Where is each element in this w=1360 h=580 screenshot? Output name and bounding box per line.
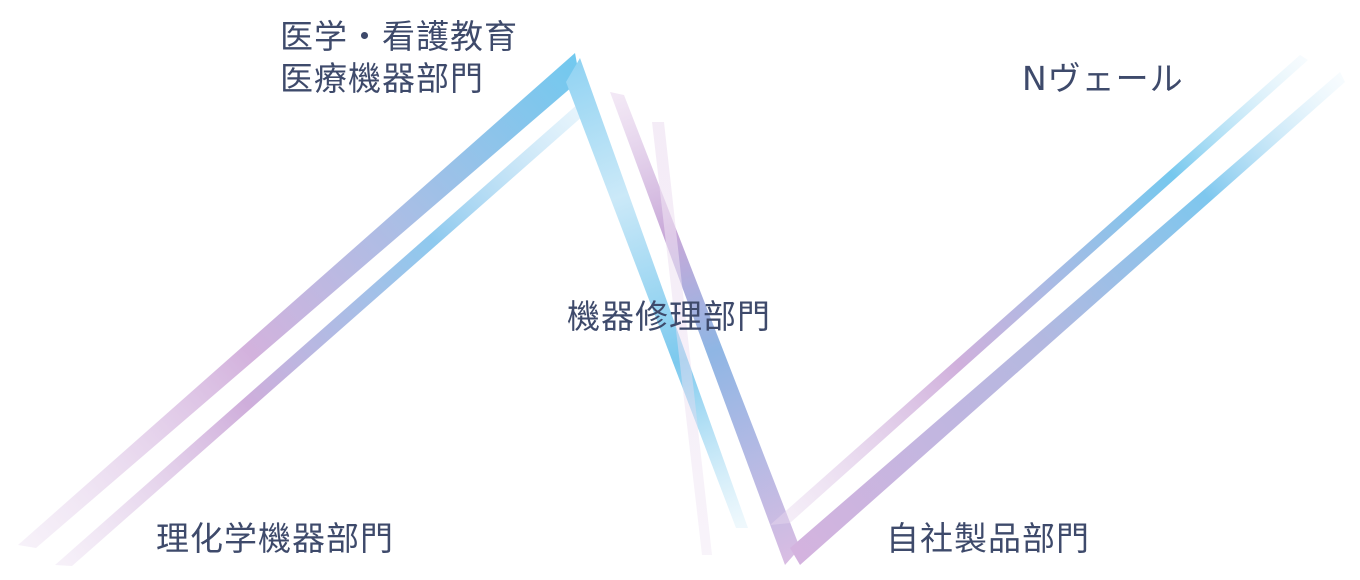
ribbon-left-inner xyxy=(55,95,592,566)
chemistry-division-text: 理化学機器部門 xyxy=(156,519,394,558)
nveil-text: Nヴェール xyxy=(1022,59,1184,98)
nveil-label: Nヴェール xyxy=(1022,58,1184,100)
ribbon-descend-blue xyxy=(566,58,748,528)
medical-division-line1: 医学・看護教育 xyxy=(280,17,518,56)
medical-division-label: 医学・看護教育 医療機器部門 xyxy=(280,16,518,100)
repair-division-text: 機器修理部門 xyxy=(567,297,771,336)
chemistry-division-label: 理化学機器部門 xyxy=(156,518,394,560)
ribbon-right-outer xyxy=(770,55,1308,525)
ribbon-descend-purple xyxy=(610,92,800,565)
medical-division-line2: 医療機器部門 xyxy=(280,59,484,98)
own-products-division-text: 自社製品部門 xyxy=(886,519,1090,558)
repair-division-label: 機器修理部門 xyxy=(567,296,771,338)
ribbon-descend-faint xyxy=(652,122,712,555)
own-products-division-label: 自社製品部門 xyxy=(886,518,1090,560)
ribbon-right-inner xyxy=(790,72,1345,565)
ribbon-left-outer xyxy=(18,53,580,548)
